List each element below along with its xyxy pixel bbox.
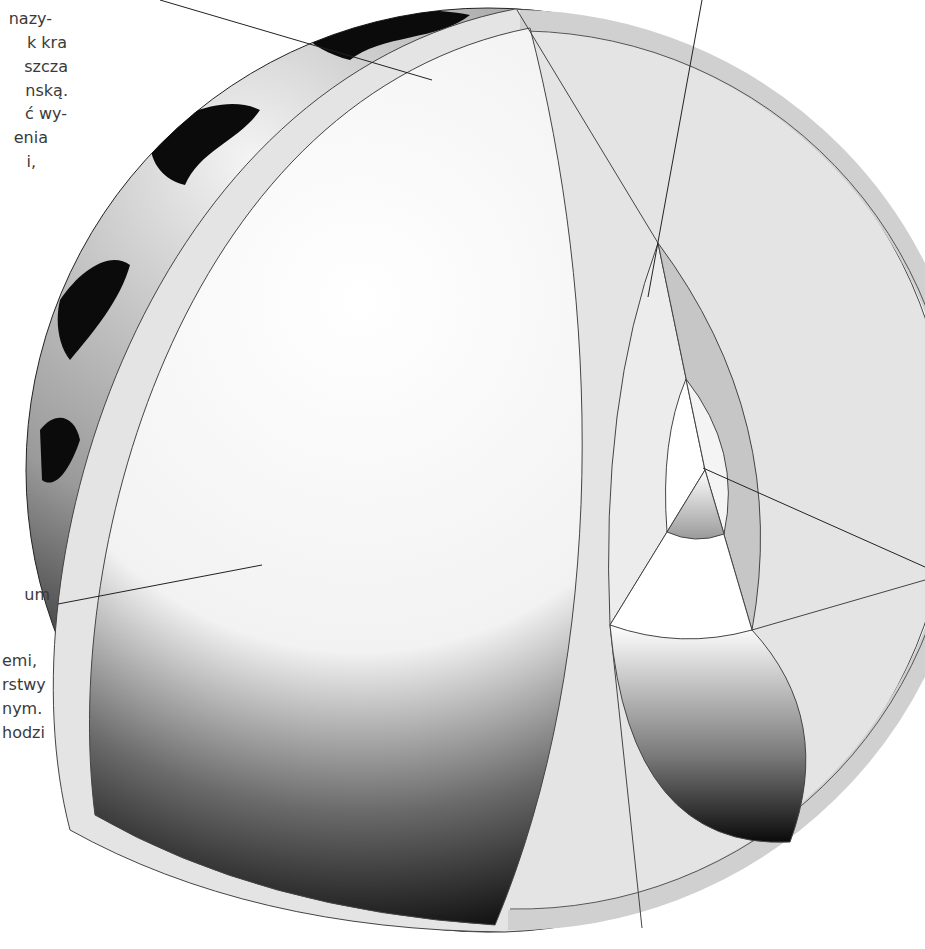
leader-line [703,468,925,567]
text-fragment: nym. [2,699,42,719]
seam-line [752,580,925,630]
continent [58,260,130,360]
mantle-surface [89,28,582,925]
text-fragment: rstwy [2,675,46,695]
text-fragment: emi, [2,651,37,671]
text-fragment: nską. [25,81,68,101]
continent [40,418,80,483]
inner-core-surface [667,470,724,539]
text-fragment: i, [26,152,36,172]
text-fragment: hodzi [2,723,45,743]
text-fragment: k kra [27,33,67,53]
leader-line [648,0,702,297]
text-fragment: enia [14,128,48,148]
seam-line [517,10,658,243]
leader-line [58,565,262,604]
cut-plane [53,9,925,932]
text-fragment: szcza [24,57,68,77]
text-fragment: ć wy- [25,104,67,124]
leader-line [160,0,432,80]
text-fragment: um [24,585,50,605]
outer-core-surface [610,625,806,842]
text-fragment: nazy- [9,9,52,29]
